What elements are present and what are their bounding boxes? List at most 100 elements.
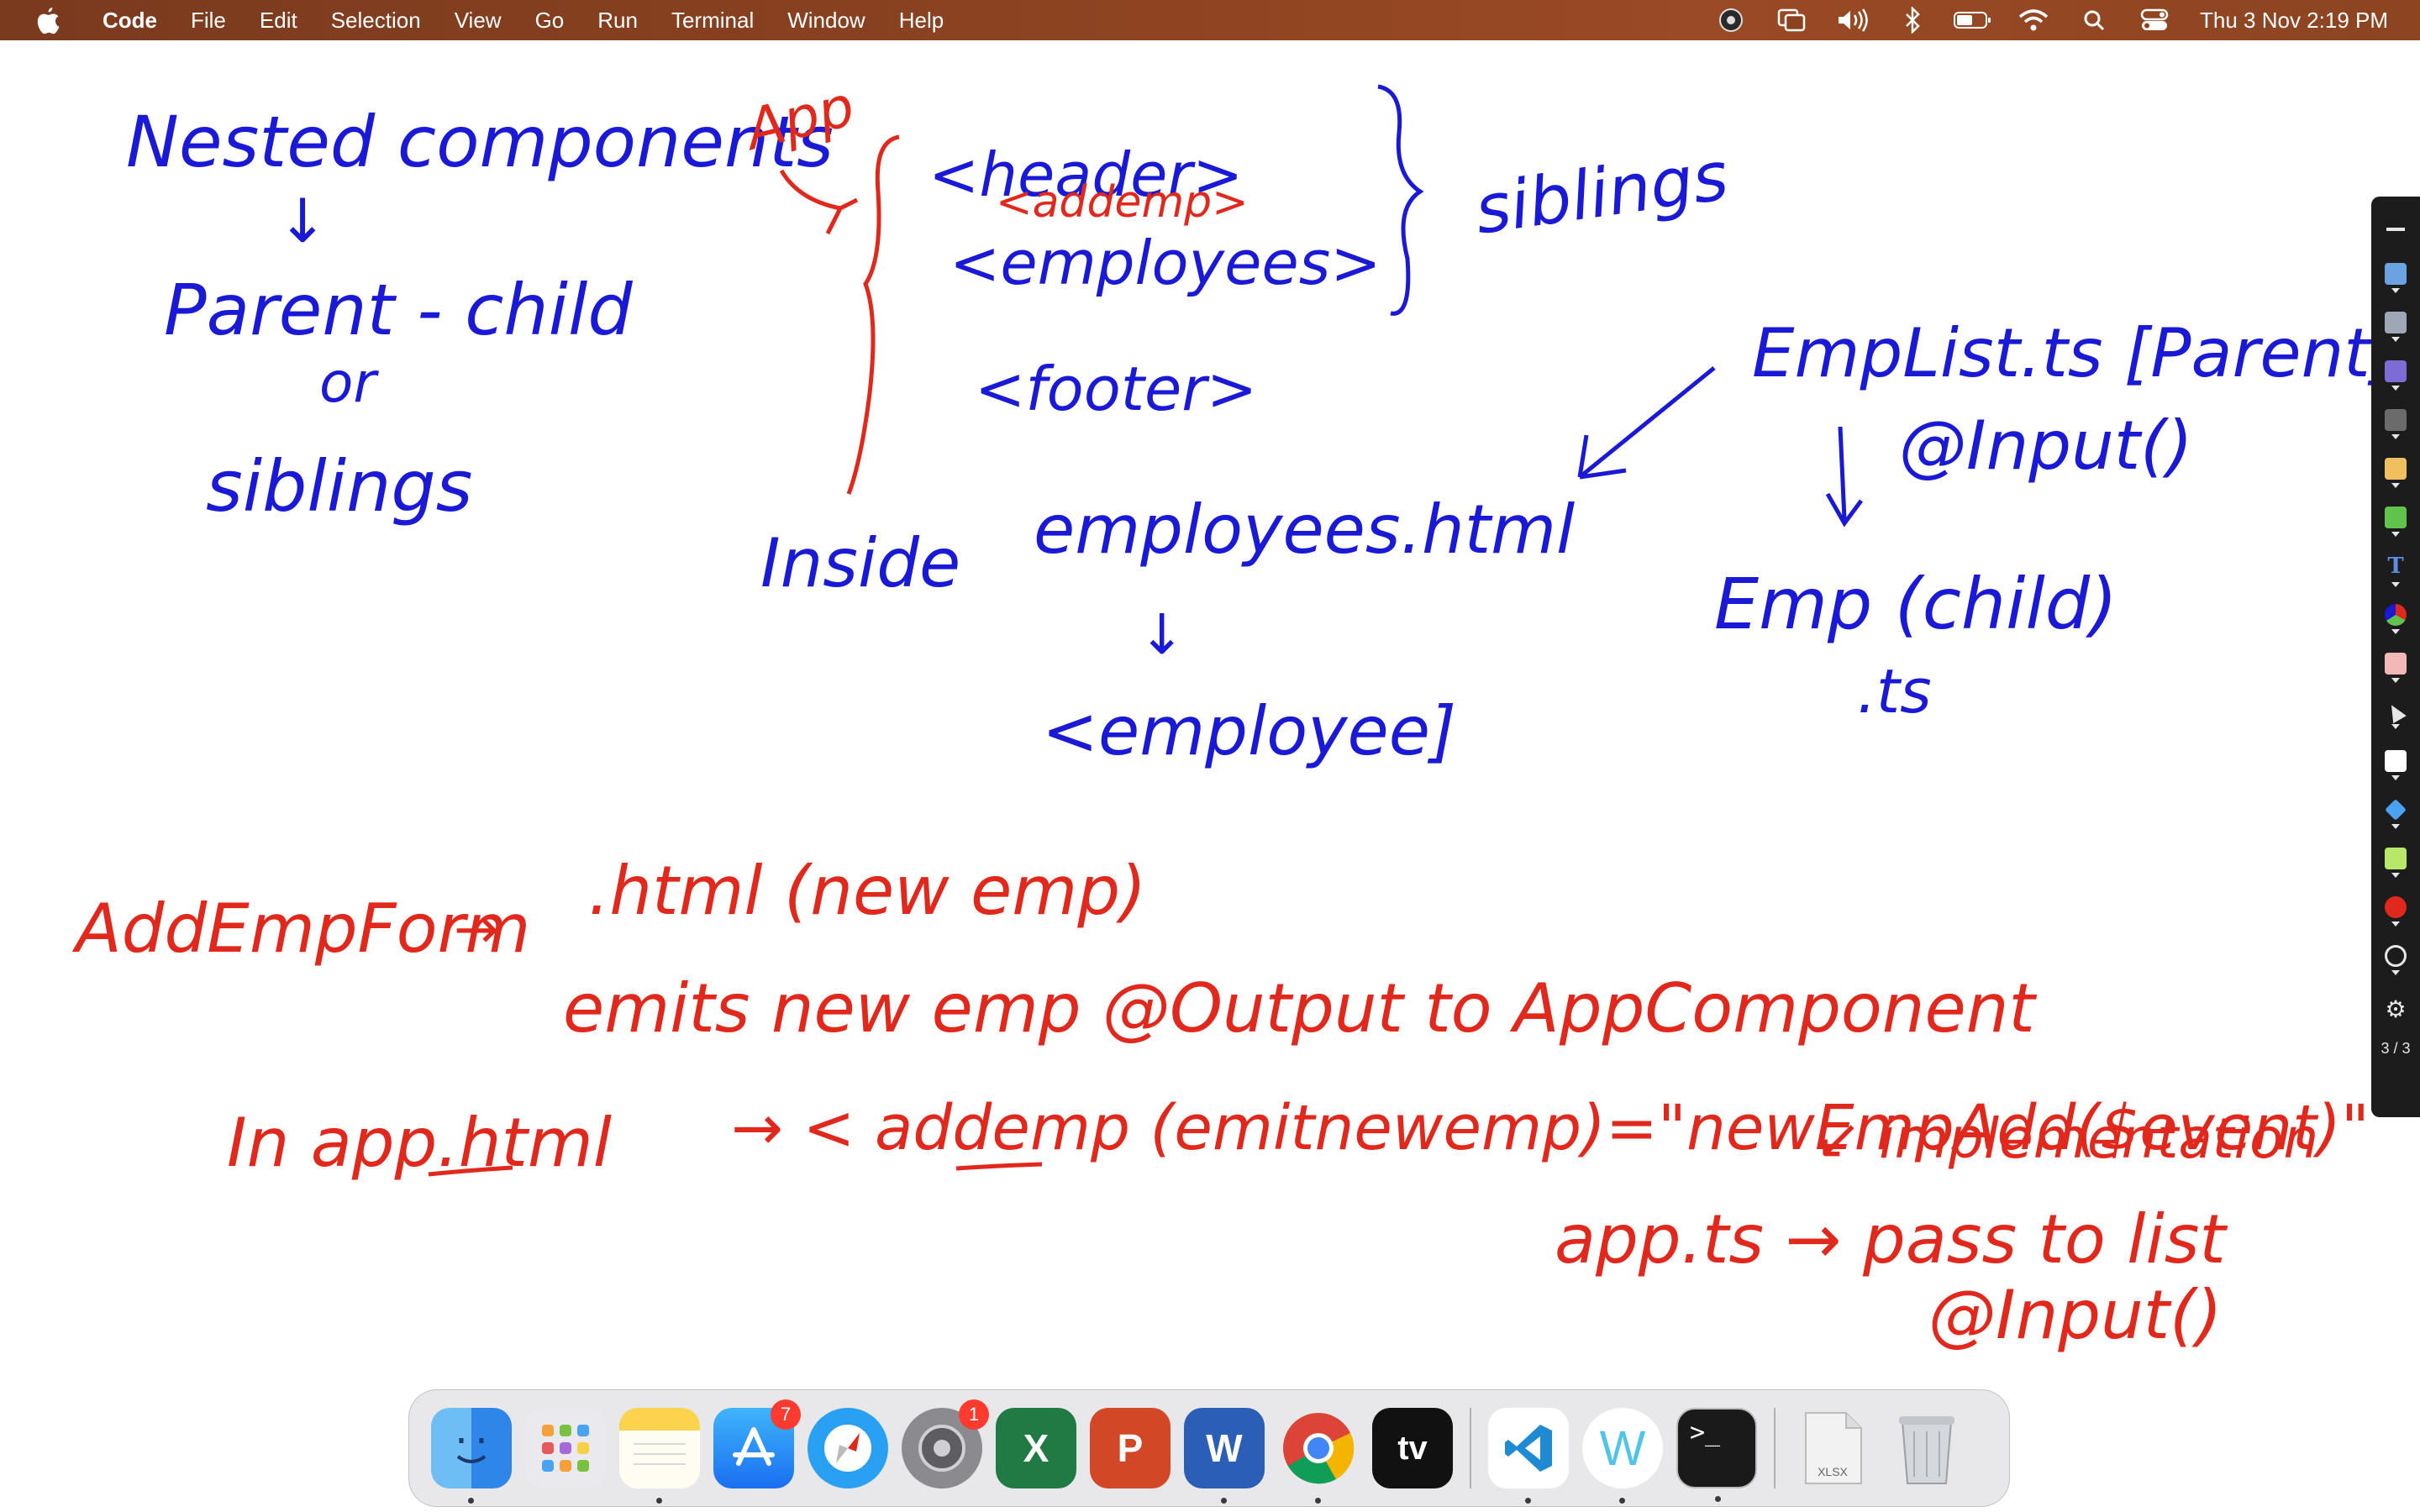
app-store-icon[interactable]: 7 xyxy=(713,1399,801,1488)
vscode-running-dot xyxy=(1525,1498,1531,1504)
apple-menu-icon[interactable] xyxy=(30,3,64,37)
highlighter-icon[interactable] xyxy=(2376,302,2415,351)
excel-letter: X xyxy=(1023,1426,1050,1470)
note-addemp-binding: → < addemp (emitnewemp)="newEmpAdd($even… xyxy=(731,1092,2370,1164)
lime-fill-icon[interactable] xyxy=(2376,838,2415,887)
note-emits-output: emits new emp @Output to AppComponent xyxy=(563,969,2037,1047)
menu-help[interactable]: Help xyxy=(898,8,944,33)
word-letter: W xyxy=(1206,1426,1243,1470)
note-or: or xyxy=(319,350,379,415)
w-app-running-dot xyxy=(1619,1498,1625,1504)
screen-mirroring-icon[interactable] xyxy=(1761,0,1822,40)
terminal-running-dot xyxy=(1715,1496,1721,1502)
screen-record-icon[interactable] xyxy=(1701,0,1761,40)
xlsx-file-label: XLSX xyxy=(1818,1465,1848,1478)
color-picker-icon[interactable] xyxy=(2376,595,2415,643)
note-arrow-right-1: → xyxy=(454,899,499,961)
wifi-icon[interactable] xyxy=(2003,0,2064,40)
note-siblings-left: siblings xyxy=(206,445,472,528)
menu-app-name[interactable]: Code xyxy=(103,8,157,33)
menu-view[interactable]: View xyxy=(454,8,502,33)
note-footer-tag: <footer> xyxy=(975,354,1257,424)
terminal-icon[interactable]: >_ xyxy=(1676,1408,1757,1502)
apple-tv-label: tv xyxy=(1397,1429,1428,1467)
hammer-icon[interactable] xyxy=(2376,790,2415,838)
app-store-badge: 7 xyxy=(771,1399,801,1430)
menu-file[interactable]: File xyxy=(191,8,226,33)
trash-icon[interactable] xyxy=(1886,1408,1967,1488)
lock-icon[interactable] xyxy=(2376,936,2415,984)
note-siblings-right: siblings xyxy=(1470,137,1733,249)
terminal-prompt: >_ xyxy=(1690,1418,1721,1447)
menu-go[interactable]: Go xyxy=(534,8,565,33)
word-icon[interactable]: W xyxy=(1184,1408,1265,1504)
note-emplist: EmpList.ts [Parent] xyxy=(1752,314,2396,392)
menu-run[interactable]: Run xyxy=(597,8,638,33)
vscode-icon[interactable] xyxy=(1488,1408,1569,1504)
toolbar-collapse-icon[interactable] xyxy=(2376,205,2415,254)
note-addemp-tag: <addemp> xyxy=(996,177,1249,228)
annotation-toolbar: T ⚙ 3 / 3 xyxy=(2371,197,2420,1117)
note-header-tag: <header> xyxy=(929,139,1243,210)
settings-badge: 1 xyxy=(959,1399,989,1430)
white-fill-icon[interactable] xyxy=(2376,741,2415,790)
emplist-arrow xyxy=(1577,366,1716,480)
note-employee-tag: <employee] xyxy=(1042,692,1456,770)
menu-window[interactable]: Window xyxy=(787,8,865,33)
menu-edit[interactable]: Edit xyxy=(259,8,297,33)
note-employees-html: employees.html xyxy=(1034,491,1575,569)
note-in-app-html: In app.html xyxy=(227,1104,612,1182)
eraser-icon[interactable] xyxy=(2376,643,2415,692)
volume-icon[interactable] xyxy=(1822,0,1882,40)
launchpad-icon[interactable] xyxy=(525,1408,606,1488)
brush-icon[interactable] xyxy=(2376,400,2415,449)
notes-running-dot xyxy=(656,1498,662,1504)
note-nested-components: Nested components xyxy=(126,101,834,183)
menubar-clock[interactable]: Thu 3 Nov 2:19 PM xyxy=(2200,7,2388,33)
spotlight-search-icon[interactable] xyxy=(2064,0,2124,40)
text-tool-icon[interactable]: T xyxy=(2376,546,2415,595)
emplist-down-arrow xyxy=(1825,426,1864,528)
dock-separator xyxy=(1470,1408,1471,1488)
note-parent-child: Parent - child xyxy=(164,269,633,351)
menu-selection[interactable]: Selection xyxy=(330,8,421,33)
excel-icon[interactable]: X xyxy=(996,1408,1076,1488)
whiteboard-canvas[interactable]: Nested components ↓ Parent - child or si… xyxy=(0,40,2420,1512)
dock-separator-2 xyxy=(1774,1408,1776,1488)
chrome-running-dot xyxy=(1315,1498,1321,1504)
finder-icon[interactable] xyxy=(431,1408,512,1504)
settings-gear-icon[interactable]: 1 xyxy=(902,1399,989,1488)
cursor-icon[interactable] xyxy=(2376,692,2415,741)
pencil-icon[interactable] xyxy=(2376,449,2415,497)
pen-tool-icon[interactable] xyxy=(2376,254,2415,302)
battery-icon[interactable] xyxy=(1943,0,2003,40)
powerpoint-letter: P xyxy=(1117,1426,1144,1470)
green-pen-icon[interactable] xyxy=(2376,497,2415,546)
note-addempform: AddEmpForm xyxy=(71,890,530,968)
menu-terminal[interactable]: Terminal xyxy=(671,8,755,33)
xlsx-file-icon[interactable]: XLSX xyxy=(1792,1408,1873,1488)
chrome-icon[interactable] xyxy=(1278,1408,1359,1504)
note-input-decorator: @Input() xyxy=(1899,407,2193,485)
finder-running-dot xyxy=(468,1498,474,1504)
note-emp-ts: .ts xyxy=(1857,656,1932,727)
note-app-ts-pass: app.ts → pass to list xyxy=(1555,1200,2228,1278)
page-indicator: 3 / 3 xyxy=(2381,1040,2411,1057)
menu-bar: Code File Edit Selection View Go Run Ter… xyxy=(0,0,2420,40)
powerpoint-icon[interactable]: P xyxy=(1090,1408,1171,1488)
red-dot-icon[interactable] xyxy=(2376,887,2415,936)
bluetooth-icon[interactable] xyxy=(1882,0,1943,40)
safari-icon[interactable] xyxy=(808,1408,888,1488)
underline-marks xyxy=(428,1162,1043,1177)
marker-icon[interactable] xyxy=(2376,351,2415,400)
w-app-icon[interactable]: W xyxy=(1582,1408,1663,1504)
word-running-dot xyxy=(1221,1498,1227,1504)
settings-icon[interactable]: ⚙ xyxy=(2385,995,2407,1022)
note-app-label: App xyxy=(736,74,860,164)
note-input-final: @Input() xyxy=(1928,1276,2223,1354)
apple-tv-icon[interactable]: tv xyxy=(1372,1408,1453,1488)
notes-icon[interactable] xyxy=(619,1408,700,1504)
app-brace xyxy=(846,134,900,495)
control-center-icon[interactable] xyxy=(2124,0,2185,40)
note-arrow-down: ↓ xyxy=(277,186,328,256)
